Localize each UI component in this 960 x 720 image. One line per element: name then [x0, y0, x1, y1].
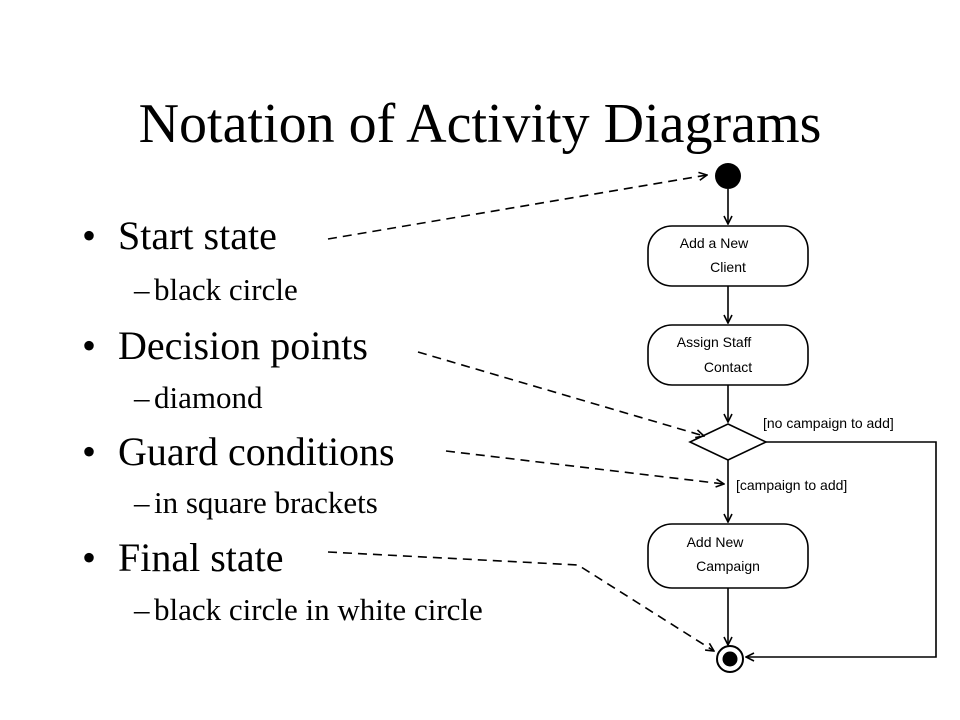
activity-label-line2: Campaign [696, 558, 760, 574]
dash-icon: – [134, 380, 150, 415]
bullet-dot-icon: • [82, 213, 97, 258]
pointer-guard-condition [445, 450, 724, 484]
activity-add-new-client: Add a New Client [647, 225, 809, 287]
flow-arrow-no-campaign-to-final [746, 441, 937, 657]
sub-bullet-text: diamond [154, 380, 263, 415]
final-state [716, 645, 744, 673]
guard-campaign: [campaign to add] [736, 477, 847, 493]
activity-assign-staff-contact: Assign Staff Contact [647, 324, 809, 386]
sub-bullet-square-brackets: –in square brackets [134, 485, 378, 521]
pointer-final-state [327, 551, 714, 651]
bullet-text: Guard conditions [118, 429, 395, 474]
sub-bullet-text: black circle in white circle [154, 592, 483, 627]
bullet-dot-icon: • [82, 429, 97, 474]
final-state-inner-circle [722, 651, 738, 667]
bullet-start-state: • Start state [82, 212, 277, 259]
sub-bullet-text: in square brackets [154, 485, 378, 520]
sub-bullet-text: black circle [154, 272, 298, 307]
bullet-dot-icon: • [82, 535, 97, 580]
slide-title: Notation of Activity Diagrams [138, 93, 822, 155]
dash-icon: – [134, 592, 150, 627]
bullet-text: Final state [118, 535, 284, 580]
activity-label-line2: Contact [704, 359, 752, 375]
dash-icon: – [134, 272, 150, 307]
bullet-text: Decision points [118, 323, 368, 368]
activity-label-line1: Add New [687, 534, 745, 550]
activity-label-line1: Assign Staff [677, 334, 752, 350]
bullet-dot-icon: • [82, 323, 97, 368]
sub-bullet-black-in-white-circle: –black circle in white circle [134, 592, 483, 628]
sub-bullet-black-circle: –black circle [134, 272, 298, 308]
decision-diamond [688, 423, 768, 461]
bullet-guard-conditions: • Guard conditions [82, 428, 395, 475]
sub-bullet-diamond: –diamond [134, 380, 263, 416]
guard-no-campaign: [no campaign to add] [763, 415, 894, 431]
activity-label-line1: Add a New [680, 235, 749, 251]
dash-icon: – [134, 485, 150, 520]
bullet-final-state: • Final state [82, 534, 284, 581]
pointer-start-state [327, 175, 707, 240]
pointer-decision-point [417, 351, 704, 436]
activity-add-new-campaign: Add New Campaign [647, 523, 809, 589]
bullet-text: Start state [118, 213, 277, 258]
bullet-decision-points: • Decision points [82, 322, 368, 369]
activity-label-line2: Client [710, 259, 746, 275]
start-state-circle [715, 163, 741, 189]
